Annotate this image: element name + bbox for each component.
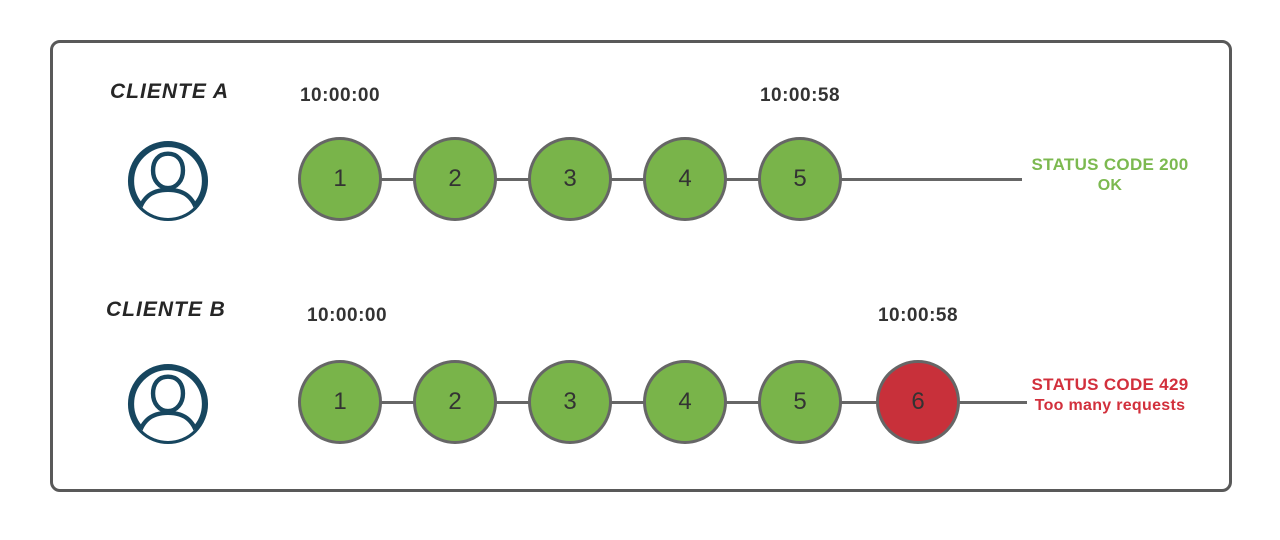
request-circle: 1	[298, 137, 382, 221]
user-avatar-icon	[127, 140, 209, 222]
request-circle: 2	[413, 360, 497, 444]
status-code-line: STATUS CODE 429	[1031, 375, 1189, 394]
client-b-label: CLIENTE B	[106, 298, 226, 321]
status-message-error: STATUS CODE 429 Too many requests	[1000, 374, 1220, 416]
client-a-end-timestamp: 10:00:58	[759, 85, 841, 106]
request-circle: 2	[413, 137, 497, 221]
client-b-end-timestamp: 10:00:58	[877, 305, 959, 326]
request-circle: 3	[528, 137, 612, 221]
request-circle: 3	[528, 360, 612, 444]
client-b-start-timestamp: 10:00:00	[306, 305, 388, 326]
client-a-start-timestamp: 10:00:00	[299, 85, 381, 106]
user-avatar-icon	[127, 363, 209, 445]
request-circle: 4	[643, 360, 727, 444]
request-circle: 5	[758, 137, 842, 221]
status-text-line: Too many requests	[1034, 397, 1186, 414]
request-circle-rate-limited: 6	[876, 360, 960, 444]
status-message-ok: STATUS CODE 200 OK	[1000, 154, 1220, 196]
status-text-line: OK	[1097, 177, 1123, 194]
client-a-label: CLIENTE A	[110, 80, 230, 103]
diagram-frame	[50, 40, 1232, 492]
status-code-line: STATUS CODE 200	[1031, 155, 1189, 174]
request-circle: 1	[298, 360, 382, 444]
request-circle: 4	[643, 137, 727, 221]
request-circle: 5	[758, 360, 842, 444]
